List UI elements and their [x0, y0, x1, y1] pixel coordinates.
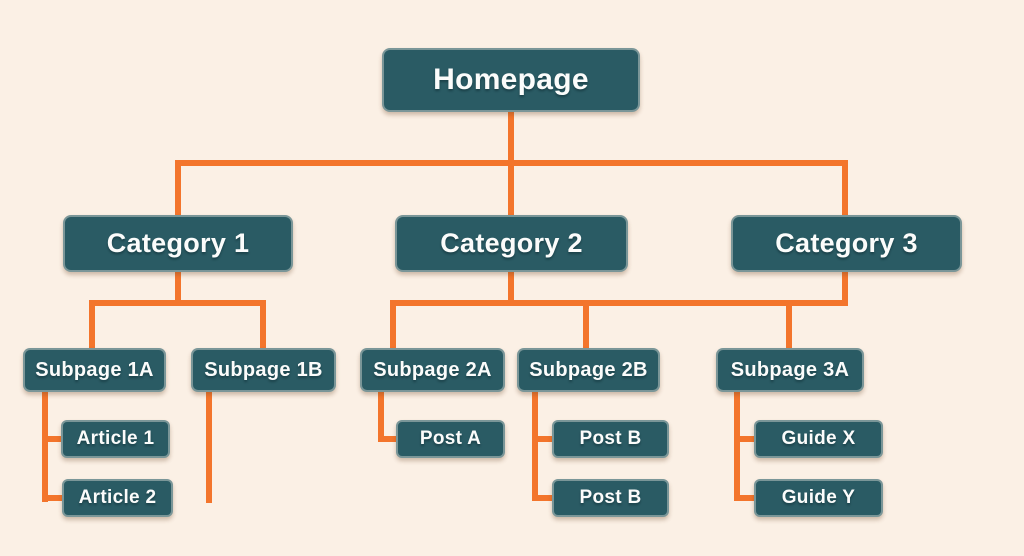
connector-category1-down [175, 272, 181, 306]
connector-category2-down [508, 272, 514, 306]
connector-article2-elbow [42, 495, 63, 501]
node-category-2: Category 2 [395, 215, 628, 272]
node-article-2: Article 2 [62, 479, 173, 517]
connector-category23-hline [390, 300, 848, 306]
connector-postb1-elbow [532, 436, 553, 442]
node-category-1: Category 1 [63, 215, 293, 272]
node-subpage-2a: Subpage 2A [360, 348, 505, 392]
node-article-1: Article 1 [61, 420, 170, 458]
node-subpage-1a-label: Subpage 1A [35, 358, 154, 381]
node-homepage: Homepage [382, 48, 640, 112]
connector-categories-hline [175, 160, 848, 166]
node-subpage-1b: Subpage 1B [191, 348, 336, 392]
node-subpage-1a: Subpage 1A [23, 348, 166, 392]
connector-postb2-elbow [532, 495, 553, 501]
connector-category3-stem [842, 160, 848, 215]
node-guide-x: Guide X [754, 420, 883, 458]
connector-posta-elbow [378, 436, 397, 442]
node-guide-y: Guide Y [754, 479, 883, 517]
connector-guidey-elbow [734, 495, 755, 501]
connector-subpage3a-drop [786, 300, 792, 348]
connector-subpage2a-drop [390, 300, 396, 348]
node-subpage-1b-label: Subpage 1B [204, 358, 323, 381]
node-subpage-3a-label: Subpage 3A [730, 358, 850, 381]
connector-subpage1a-rail [42, 392, 48, 502]
connector-subpage2a-rail [378, 392, 384, 442]
connector-guidex-elbow [734, 436, 755, 442]
node-subpage-2a-label: Subpage 2A [373, 358, 492, 381]
node-article-2-label: Article 2 [78, 487, 157, 508]
node-post-b-1-label: Post B [579, 428, 642, 449]
node-post-b-1: Post B [552, 420, 669, 458]
connector-subpage1a-drop [89, 300, 95, 348]
node-category-3-label: Category 3 [775, 228, 918, 258]
node-subpage-2b: Subpage 2B [517, 348, 660, 392]
connector-category1-stem [175, 160, 181, 215]
node-post-b-2: Post B [552, 479, 669, 517]
node-category-3: Category 3 [731, 215, 962, 272]
node-guide-y-label: Guide Y [781, 487, 856, 508]
connector-subpage2b-rail [532, 392, 538, 501]
connector-article1-elbow [42, 436, 62, 442]
connector-category1-hline [89, 300, 266, 306]
node-article-1-label: Article 1 [76, 428, 155, 449]
node-category-2-label: Category 2 [440, 228, 583, 258]
node-post-a-label: Post A [419, 428, 482, 449]
node-category-1-label: Category 1 [106, 228, 250, 258]
connector-subpage1b-drop [260, 300, 266, 348]
connector-category3-down [842, 272, 848, 306]
node-homepage-label: Homepage [433, 63, 589, 96]
connector-subpage1b-rail [206, 392, 212, 503]
node-guide-x-label: Guide X [781, 428, 856, 449]
connector-subpage2b-drop [583, 300, 589, 348]
node-post-b-2-label: Post B [579, 487, 642, 508]
node-subpage-3a: Subpage 3A [716, 348, 864, 392]
node-subpage-2b-label: Subpage 2B [529, 358, 648, 381]
node-post-a: Post A [396, 420, 505, 458]
connector-subpage3a-rail [734, 392, 740, 501]
